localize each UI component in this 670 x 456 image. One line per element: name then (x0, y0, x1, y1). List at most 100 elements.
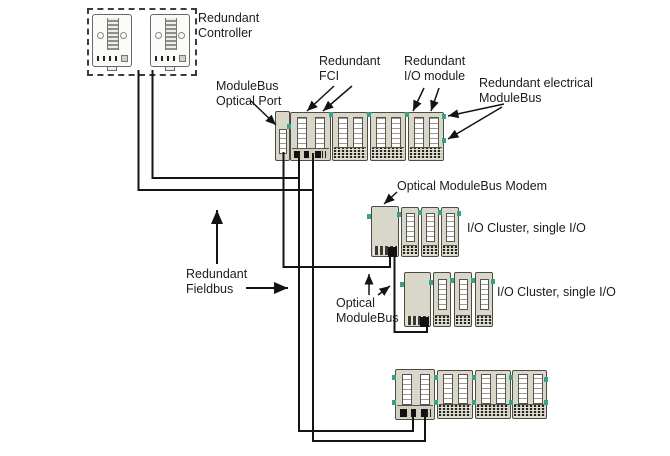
optical-modulebus-modem-unit-1 (371, 206, 399, 257)
cluster1-io-module (421, 207, 439, 257)
modulebus-connector-green (457, 211, 461, 216)
label-io-cluster-2: I/O Cluster, single I/O (497, 285, 616, 299)
connector-icon (179, 55, 186, 62)
wire-redundant-fieldbus-b (312, 153, 426, 442)
modulebus-connector-green (544, 377, 548, 382)
modulebus-connector-green (397, 212, 401, 217)
electrical-modulebus-connector-green (442, 138, 446, 143)
label-redundant-electrical-modulebus: Redundant electrical ModuleBus (479, 76, 593, 105)
vent-band-icon (165, 18, 177, 50)
io-module-unit (475, 370, 511, 419)
io-module-slot (443, 374, 453, 404)
label-optical-modulebus-modem: Optical ModuleBus Modem (397, 179, 548, 193)
modulebus-connector-green (472, 400, 476, 405)
io-module-slot (480, 279, 489, 310)
screw-hole-icon (97, 32, 104, 39)
wire-optical-modulebus-1 (282, 152, 391, 268)
io-module-slot (496, 374, 506, 404)
modem-terminal-icon (406, 316, 429, 325)
io-module-slot (533, 374, 543, 404)
modulebus-connector-green (367, 112, 371, 117)
modem-terminal-icon (373, 246, 397, 255)
io-module-slot (459, 279, 468, 310)
fci-module-a (402, 374, 412, 405)
terminal-row-icon (97, 56, 119, 61)
terminal-block-icon (372, 147, 404, 159)
fieldbus-connector-strip (292, 148, 329, 159)
pointer-redundant-io-module-2 (430, 87, 440, 112)
io-module-unit (437, 370, 473, 419)
fieldbus-connector-icon (400, 409, 407, 417)
io-module-slot (446, 213, 455, 242)
modulebus-connector-green (405, 112, 409, 117)
terminal-block-icon (443, 245, 457, 255)
label-modulebus-optical-port: ModuleBus Optical Port (216, 79, 282, 108)
terminal-block-icon (403, 245, 417, 255)
dip-switch-icon (427, 409, 432, 417)
io-module-slot (438, 279, 447, 310)
cluster2-io-module (475, 272, 493, 327)
optical-modulebus-modem-unit-2 (404, 272, 431, 327)
modulebus-optical-port-unit (275, 111, 290, 161)
vent-band-icon (107, 18, 119, 50)
label-redundant-fci: Redundant FCI (319, 54, 381, 83)
io-module-slot (406, 213, 415, 242)
modulebus-connector-green (329, 112, 333, 117)
optical-connector-icon (388, 247, 397, 257)
pointer-redundant-fci-1 (306, 85, 335, 112)
screw-hole-icon (155, 32, 162, 39)
io-module-slot (458, 374, 468, 404)
io-module-slot (426, 213, 435, 242)
label-io-cluster-1: I/O Cluster, single I/O (467, 221, 586, 235)
io-module-unit (370, 112, 406, 161)
modulebus-connector-green (434, 375, 438, 380)
io-module-slot (481, 374, 491, 404)
pointer-optical-modulebus-modem (383, 191, 398, 205)
label-redundant-io-module: Redundant I/O module (404, 54, 466, 83)
modulebus-connector-green (429, 280, 433, 285)
terminal-block-icon (410, 147, 442, 159)
fieldbus-connector-icon (315, 151, 321, 158)
wire-controller-fieldbus-b (137, 70, 313, 191)
terminal-block-icon (477, 404, 509, 417)
fieldbus-connector-icon (304, 151, 309, 158)
fci-unit-top (290, 112, 331, 161)
terminal-block-icon (423, 245, 437, 255)
modulebus-connector-green (471, 278, 475, 283)
cluster2-io-module (433, 272, 451, 327)
label-redundant-controller: Redundant Controller (198, 11, 260, 40)
redundant-controller-frame (87, 8, 197, 76)
terminal-block-icon (439, 404, 471, 417)
screw-hole-icon (120, 32, 127, 39)
modulebus-connector-green (434, 400, 438, 405)
pointer-redundant-io-module-1 (412, 87, 425, 112)
terminal-block-icon (456, 315, 470, 325)
cluster2-io-module (454, 272, 472, 327)
wire-redundant-fieldbus-a (298, 153, 414, 432)
modulebus-connector-green (491, 279, 495, 284)
label-optical-modulebus: Optical ModuleBus (336, 296, 399, 325)
cluster1-io-module (441, 207, 459, 257)
pointer-optical-modulebus-2 (377, 285, 391, 296)
pointer-modulebus-optical-port (250, 100, 277, 126)
modulebus-connector-green (509, 375, 513, 380)
modulebus-connector-green (509, 400, 513, 405)
pointer-electrical-modulebus-1 (447, 103, 505, 119)
optical-connector-icon (420, 317, 429, 327)
modulebus-connector-green (450, 278, 454, 283)
io-module-unit (512, 370, 547, 419)
io-module-slot (518, 374, 528, 404)
redundant-io-module-unit (408, 112, 444, 161)
controller-tab-icon (107, 66, 117, 71)
modulebus-connector-green (367, 214, 371, 219)
io-module-unit (332, 112, 368, 161)
modulebus-connector-green (472, 375, 476, 380)
fci-module-b (420, 374, 430, 405)
dip-switch-icon (322, 151, 328, 158)
terminal-block-icon (435, 315, 449, 325)
fieldbus-connector-icon (294, 151, 300, 158)
pointer-redundant-fci-2 (322, 85, 353, 112)
terminal-row-icon (155, 56, 177, 61)
